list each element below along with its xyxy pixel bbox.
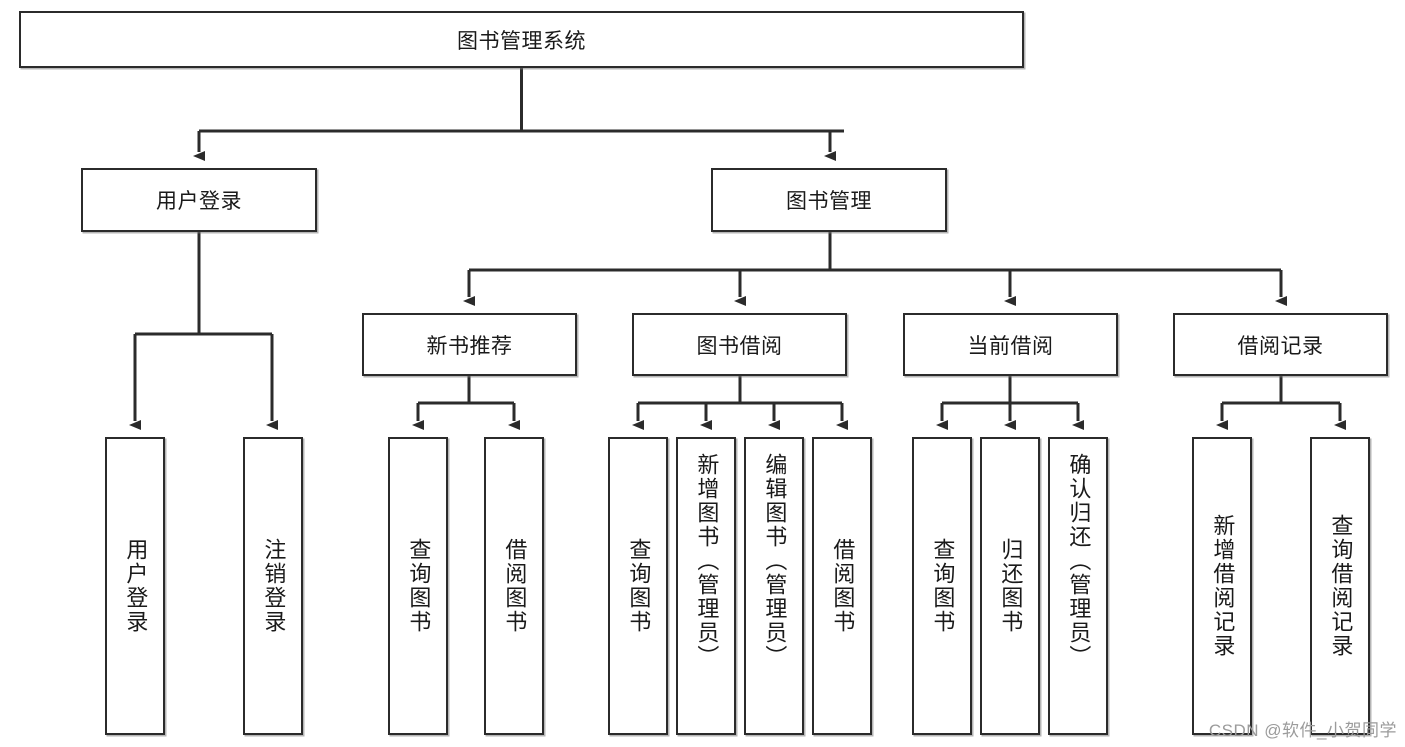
node-label: 查询图书 xyxy=(626,538,652,634)
node-leaf-edit-book[interactable]: 编辑图书（管理员） xyxy=(744,437,804,735)
node-borrow-record[interactable]: 借阅记录 xyxy=(1173,313,1388,376)
node-leaf-borrow-book-1[interactable]: 借阅图书 xyxy=(484,437,544,735)
node-label: 确认归还（管理员） xyxy=(1066,453,1092,669)
node-leaf-query-book-1[interactable]: 查询图书 xyxy=(388,437,448,735)
node-current-borrow[interactable]: 当前借阅 xyxy=(903,313,1118,376)
node-label: 新增借阅记录 xyxy=(1210,514,1236,658)
node-book-borrow[interactable]: 图书借阅 xyxy=(632,313,847,376)
node-label: 用户登录 xyxy=(123,538,149,634)
node-label: 查询图书 xyxy=(930,538,956,634)
watermark-text: CSDN @软件_小贺同学 xyxy=(1208,721,1397,740)
node-leaf-user-login[interactable]: 用户登录 xyxy=(105,437,165,735)
node-label: 注销登录 xyxy=(261,538,287,634)
node-label: 查询图书 xyxy=(406,538,432,634)
node-new-book-recommend[interactable]: 新书推荐 xyxy=(362,313,577,376)
node-leaf-query-book-2[interactable]: 查询图书 xyxy=(608,437,668,735)
node-leaf-add-book[interactable]: 新增图书（管理员） xyxy=(676,437,736,735)
node-root-system[interactable]: 图书管理系统 xyxy=(19,11,1024,68)
node-leaf-query-book-3[interactable]: 查询图书 xyxy=(912,437,972,735)
node-user-login[interactable]: 用户登录 xyxy=(81,168,317,232)
node-label: 新增图书（管理员） xyxy=(694,453,720,669)
node-leaf-confirm-return[interactable]: 确认归还（管理员） xyxy=(1048,437,1108,735)
node-label: 编辑图书（管理员） xyxy=(762,453,788,669)
node-label: 借阅图书 xyxy=(830,538,856,634)
node-book-management[interactable]: 图书管理 xyxy=(711,168,947,232)
node-label: 借阅图书 xyxy=(502,538,528,634)
node-leaf-add-record[interactable]: 新增借阅记录 xyxy=(1192,437,1252,735)
node-leaf-return-book[interactable]: 归还图书 xyxy=(980,437,1040,735)
node-label: 查询借阅记录 xyxy=(1328,514,1354,658)
node-leaf-logout-login[interactable]: 注销登录 xyxy=(243,437,303,735)
node-label: 归还图书 xyxy=(998,538,1024,634)
node-leaf-query-record[interactable]: 查询借阅记录 xyxy=(1310,437,1370,735)
node-leaf-borrow-book-2[interactable]: 借阅图书 xyxy=(812,437,872,735)
